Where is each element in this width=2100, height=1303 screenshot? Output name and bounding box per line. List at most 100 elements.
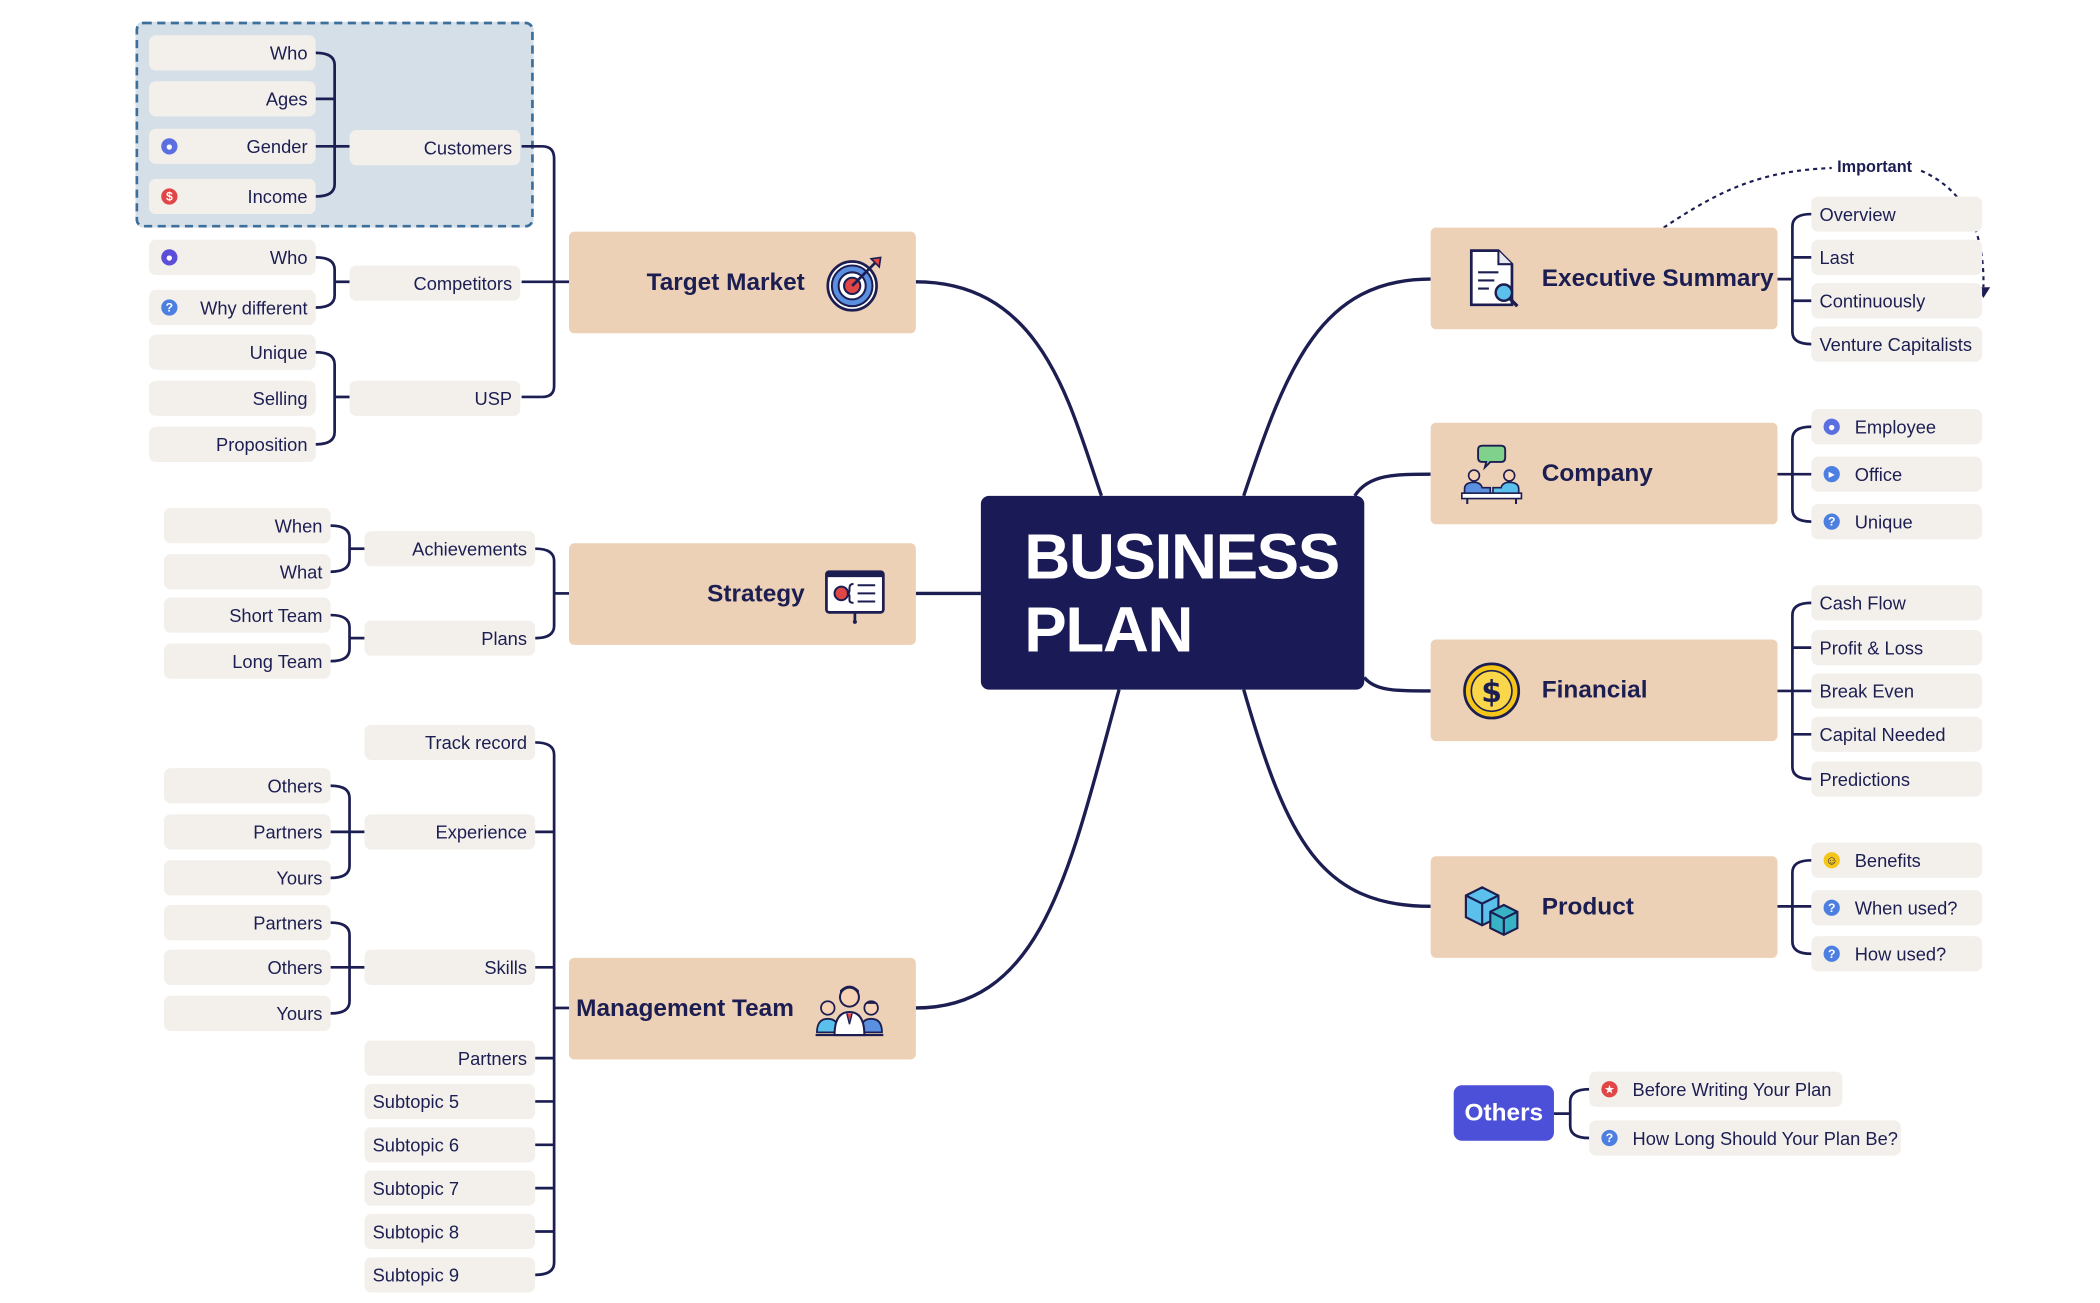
leaf-competitors-why-different[interactable]: ? Why different (149, 289, 316, 326)
leaf-customers-gender[interactable]: ● Gender (149, 128, 316, 164)
leaf-achievements-when[interactable]: When (163, 508, 331, 544)
topic-label: Executive Summary (1541, 264, 1774, 292)
connector-management-team (915, 689, 1121, 1010)
leaf-employee[interactable]: ● Employee (1811, 409, 1983, 445)
person-icon: ● (161, 249, 178, 266)
relation-line-start (1663, 166, 1832, 229)
leaf-experience-yours[interactable]: Yours (163, 860, 331, 896)
subtopic-8[interactable]: Subtopic 8 (364, 1213, 536, 1250)
topic-financial[interactable]: $ Financial (1430, 639, 1778, 742)
topic-management-team[interactable]: Management Team (569, 957, 916, 1060)
leaf-usp-selling[interactable]: Selling (149, 380, 316, 416)
boxes-icon (1464, 885, 1519, 936)
subtopic-partners[interactable]: Partners (364, 1040, 536, 1076)
leaf-label: Gender (246, 136, 308, 157)
leaf-break-even[interactable]: Break Even (1811, 673, 1983, 709)
leaf-overview[interactable]: Overview (1811, 196, 1983, 232)
subtopic-6[interactable]: Subtopic 6 (364, 1127, 536, 1163)
subtopic-9[interactable]: Subtopic 9 (364, 1257, 536, 1293)
floating-topic-others[interactable]: Others (1453, 1085, 1554, 1141)
leaf-competitors-who[interactable]: ● Who (149, 239, 316, 276)
leaf-label: Before Writing Your Plan (1632, 1079, 1832, 1100)
document-search-icon (1469, 248, 1519, 307)
leaf-experience-partners[interactable]: Partners (163, 814, 331, 850)
question-icon: ? (1823, 945, 1840, 962)
leaf-capital-needed[interactable]: Capital Needed (1811, 716, 1983, 752)
subtopic-7[interactable]: Subtopic 7 (364, 1170, 536, 1206)
question-icon: ? (1601, 1129, 1618, 1147)
leaf-plans-long-team[interactable]: Long Team (163, 643, 331, 679)
central-title-line2: PLAN (1024, 593, 1193, 666)
subtopic-achievements[interactable]: Achievements (364, 531, 536, 567)
person-icon: ● (161, 138, 178, 155)
subtopic-track-record[interactable]: Track record (364, 724, 536, 761)
leaf-continuously[interactable]: Continuously (1811, 283, 1983, 319)
topic-target-market[interactable]: Target Market (569, 231, 916, 334)
leaf-profit-loss[interactable]: Profit & Loss (1811, 629, 1983, 666)
leaf-customers-ages[interactable]: Ages (149, 81, 316, 117)
topic-label: Management Team (576, 994, 794, 1022)
leaf-how-long-plan[interactable]: ? How Long Should Your Plan Be? (1589, 1120, 1901, 1156)
dollar-coin-icon: $ (1463, 661, 1521, 719)
topic-executive-summary[interactable]: Executive Summary (1430, 227, 1778, 330)
leaf-label: Benefits (1854, 850, 1921, 871)
leaf-when-used[interactable]: ? When used? (1811, 890, 1983, 926)
leaf-office[interactable]: ▸ Office (1811, 456, 1983, 492)
connector-company (1353, 472, 1431, 497)
leaf-skills-yours[interactable]: Yours (163, 995, 331, 1032)
subtopic-competitors[interactable]: Competitors (349, 265, 521, 301)
leaf-achievements-what[interactable]: What (163, 554, 331, 590)
team-icon (815, 984, 884, 1036)
connector-financial (1362, 676, 1431, 693)
topic-label: Company (1541, 459, 1653, 487)
topic-label: Strategy (707, 579, 805, 607)
question-icon: ? (1823, 899, 1840, 916)
leaf-usp-proposition[interactable]: Proposition (149, 426, 316, 462)
subtopic-experience[interactable]: Experience (364, 814, 536, 850)
leaf-last[interactable]: Last (1811, 239, 1983, 276)
presentation-board-icon (825, 569, 885, 624)
topic-company[interactable]: Company (1430, 422, 1778, 525)
central-title-line1: BUSINESS (1024, 520, 1340, 593)
leaf-customers-who[interactable]: Who (149, 35, 316, 71)
leaf-label: Why different (200, 297, 308, 318)
subtopic-skills[interactable]: Skills (364, 949, 536, 985)
subtopic-5[interactable]: Subtopic 5 (364, 1083, 536, 1120)
leaf-benefits[interactable]: ☺ Benefits (1811, 842, 1983, 878)
leaf-usp-unique[interactable]: Unique (149, 334, 316, 370)
subtopic-customers[interactable]: Customers (349, 130, 521, 166)
leaf-before-writing-plan[interactable]: ★ Before Writing Your Plan (1589, 1071, 1843, 1107)
leaf-label: Who (269, 247, 308, 268)
target-icon (826, 255, 882, 311)
question-icon: ? (1823, 513, 1840, 530)
leaf-unique[interactable]: ? Unique (1811, 503, 1983, 540)
leaf-label: Unique (1854, 511, 1913, 532)
leaf-plans-short-team[interactable]: Short Team (163, 597, 331, 633)
leaf-experience-others[interactable]: Others (163, 768, 331, 804)
leaf-skills-partners[interactable]: Partners (163, 905, 331, 941)
leaf-skills-others[interactable]: Others (163, 949, 331, 985)
leaf-customers-income[interactable]: $ Income (149, 178, 316, 215)
subtopic-plans[interactable]: Plans (364, 620, 536, 656)
leaf-label: Employee (1854, 416, 1937, 437)
leaf-cash-flow[interactable]: Cash Flow (1811, 585, 1983, 621)
leaf-label: When used? (1854, 897, 1958, 918)
smiley-icon: ☺ (1823, 852, 1840, 869)
leaf-label: How used? (1854, 943, 1947, 964)
leaf-how-used[interactable]: ? How used? (1811, 936, 1983, 972)
leaf-venture-capitalists[interactable]: Venture Capitalists (1811, 326, 1983, 362)
flag-icon: ▸ (1823, 466, 1840, 483)
star-icon: ★ (1601, 1081, 1618, 1098)
topic-product[interactable]: Product (1430, 856, 1778, 958)
subtopic-usp[interactable]: USP (349, 380, 521, 416)
connector-target-market (915, 280, 1104, 497)
meeting-icon (1461, 444, 1523, 504)
central-topic[interactable]: BUSINESS PLAN (980, 495, 1365, 690)
relation-label[interactable]: Important (1837, 157, 1913, 177)
leaf-predictions[interactable]: Predictions (1811, 761, 1983, 797)
topic-strategy[interactable]: Strategy (569, 543, 916, 645)
question-icon: ? (161, 299, 178, 316)
svg-text:$: $ (1481, 674, 1502, 709)
